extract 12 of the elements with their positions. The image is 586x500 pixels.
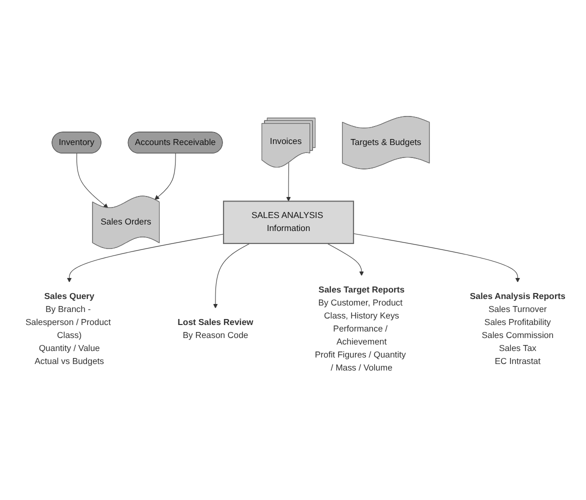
node-box: SALES ANALYSIS Information [222, 201, 354, 244]
node-text: Lost Sales Review By Reason Code [178, 318, 254, 341]
node-text: Sales Target Reports By Customer, Product Class, History Keys Performance / Achievement Profit Figures / Quantity / Mass / Volume [314, 286, 406, 374]
arrow [326, 244, 364, 276]
node-text: Sales Query By Branch - Salesperson / Product Class) Quantity / Value Actual vs Budgets [25, 292, 111, 367]
arrow [286, 162, 291, 202]
arrow [66, 234, 224, 283]
arrow [213, 244, 250, 309]
arrow [353, 234, 520, 283]
arrow [154, 154, 176, 200]
node-text: Sales Analysis Reports Sales Turnover Sales Profitability Sales Commission Sales Tax EC Intrastat [470, 292, 566, 367]
arrow [76, 154, 108, 208]
